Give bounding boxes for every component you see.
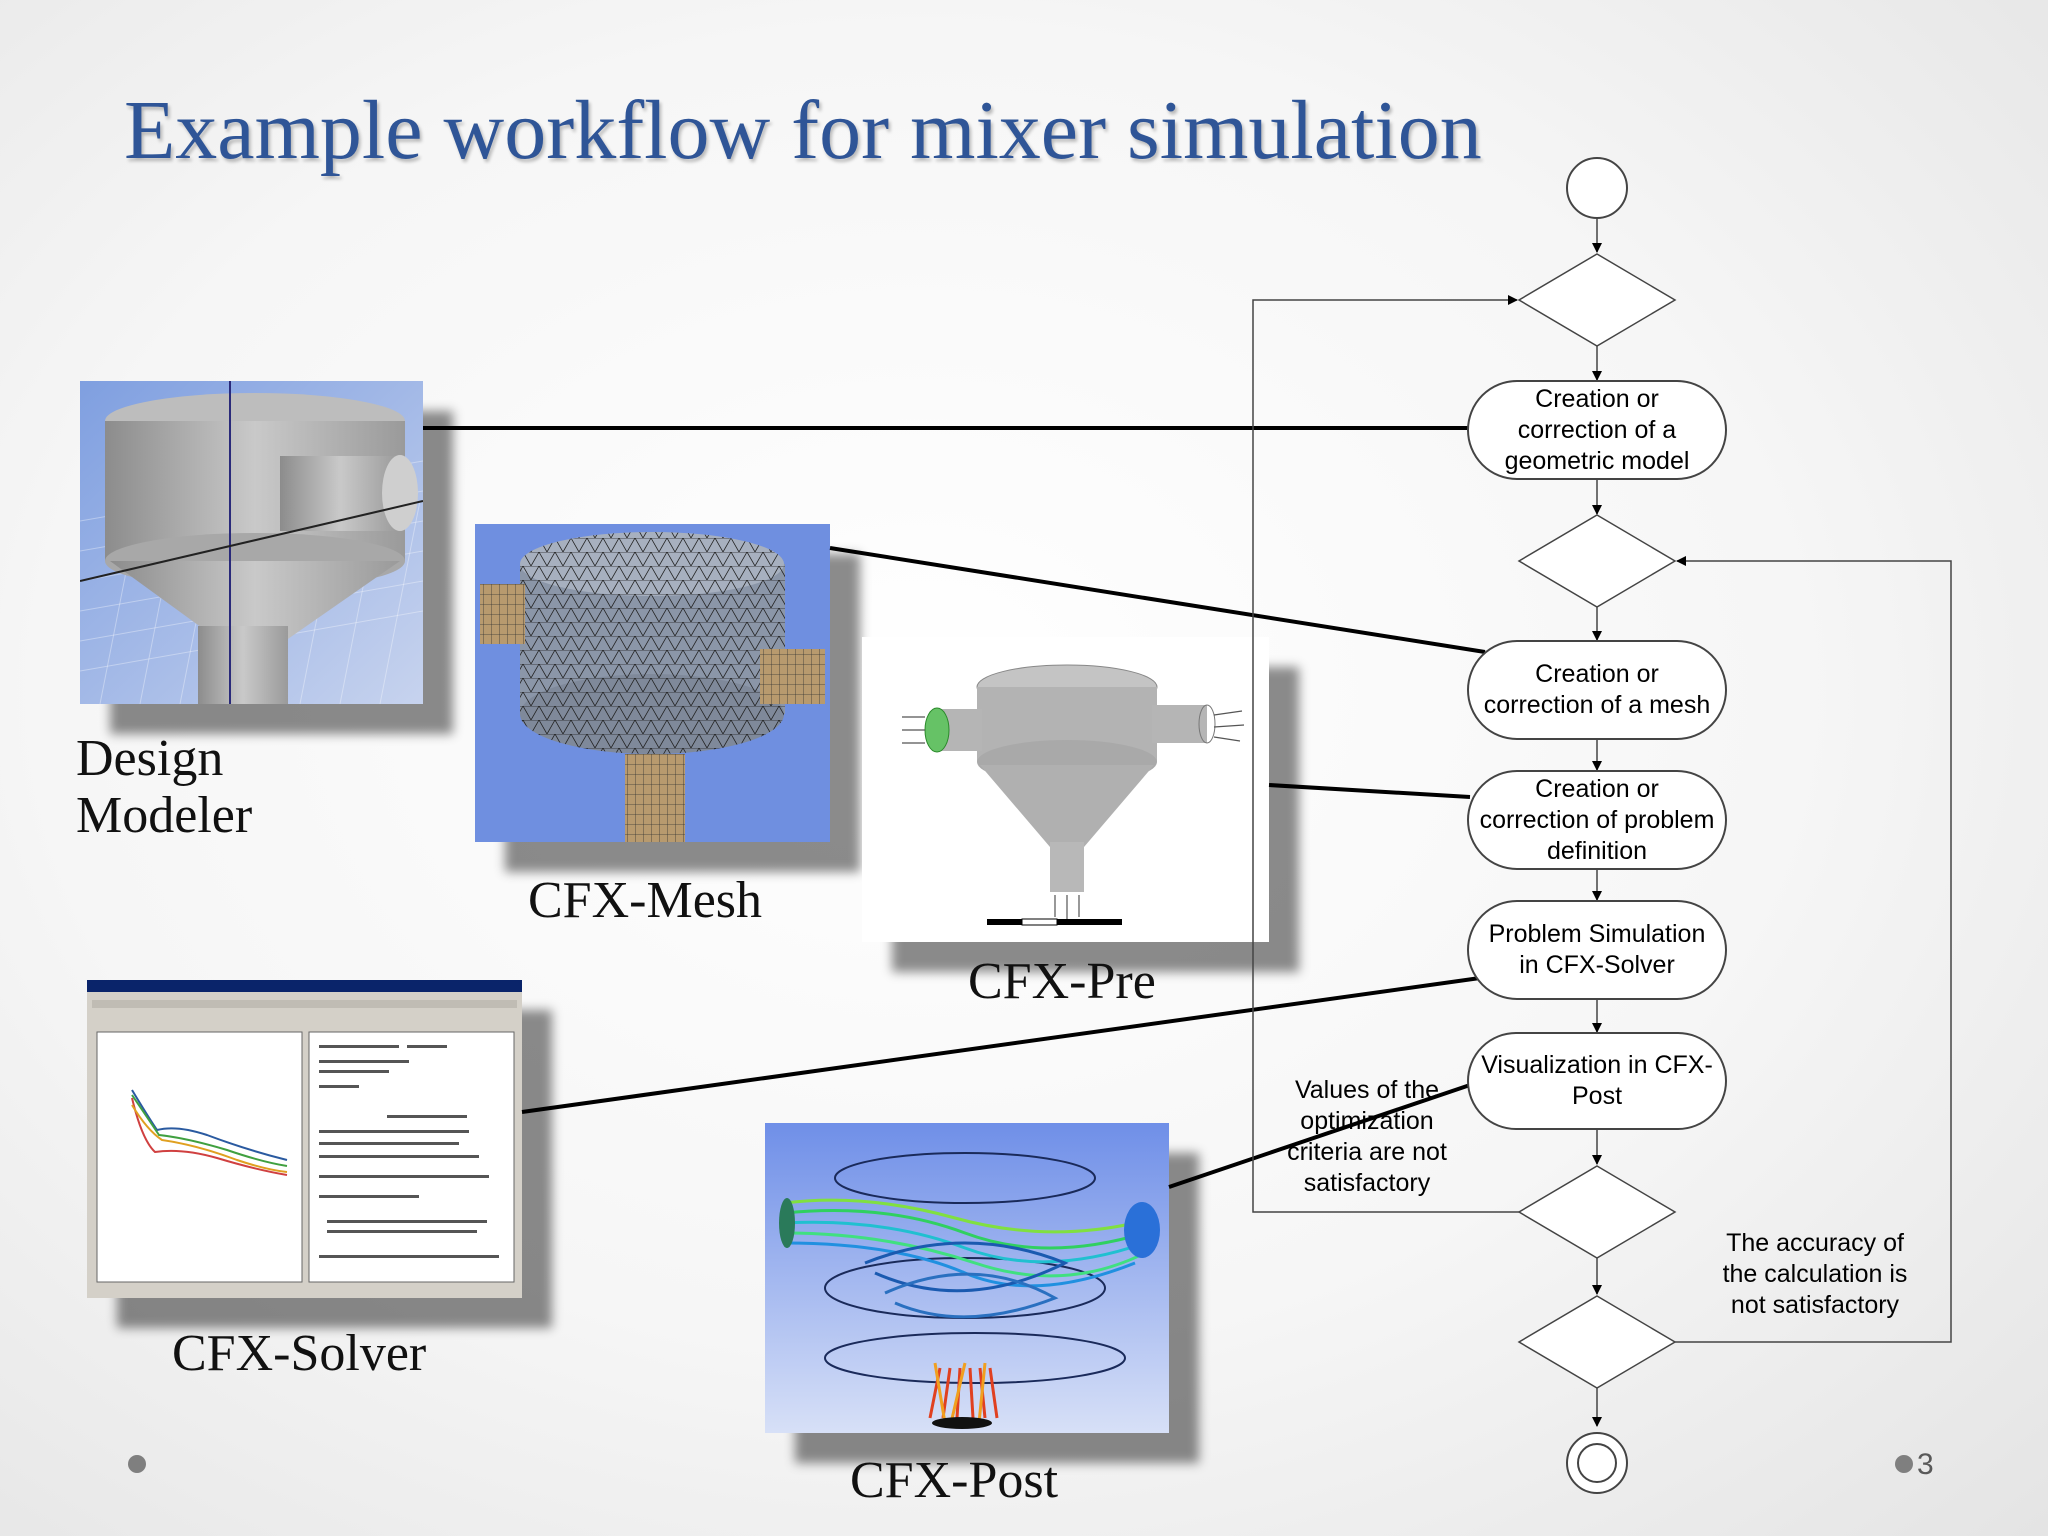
step-problem-definition: Creation or correction of problem defini… bbox=[1467, 770, 1727, 870]
step-visualization: Visualization in CFX- Post bbox=[1467, 1032, 1727, 1130]
decision-merge-1 bbox=[1517, 253, 1677, 347]
footer-dot-right bbox=[1895, 1455, 1913, 1473]
decision-merge-2 bbox=[1517, 514, 1677, 608]
connector-cfx-solver bbox=[521, 976, 1481, 1114]
step-simulation: Problem Simulation in CFX-Solver bbox=[1467, 900, 1727, 1000]
design-modeler-caption: Design Modeler bbox=[76, 730, 253, 845]
cfx-solver-screenshot bbox=[87, 980, 522, 1298]
cfx-post-screenshot bbox=[765, 1123, 1169, 1433]
cfx-solver-caption: CFX-Solver bbox=[172, 1325, 427, 1382]
decision-accuracy bbox=[1517, 1295, 1677, 1389]
start-node bbox=[1566, 157, 1628, 219]
screenshot-connectors bbox=[423, 426, 1486, 1189]
design-modeler-screenshot bbox=[80, 381, 423, 704]
page-number: 3 bbox=[1917, 1448, 1934, 1481]
cfx-pre-screenshot bbox=[862, 637, 1269, 942]
cfx-mesh-caption: CFX-Mesh bbox=[528, 872, 763, 929]
decision-optimization bbox=[1517, 1165, 1677, 1259]
cfx-mesh-screenshot bbox=[475, 524, 830, 842]
cfx-pre-caption: CFX-Pre bbox=[968, 953, 1156, 1010]
loop-optimization bbox=[1252, 295, 1519, 1213]
slide-title: Example workflow for mixer simulation bbox=[124, 84, 1482, 177]
footer-dot-left bbox=[128, 1455, 146, 1473]
connector-cfx-pre bbox=[1268, 783, 1471, 799]
step-geometric-model: Creation or correction of a geometric mo… bbox=[1467, 380, 1727, 480]
cfx-post-caption: CFX-Post bbox=[850, 1452, 1059, 1509]
connector-cfx-mesh bbox=[829, 546, 1486, 654]
step-mesh: Creation or correction of a mesh bbox=[1467, 640, 1727, 740]
note-optimization: Values of the optimization criteria are … bbox=[1287, 1076, 1447, 1197]
connector-cfx-post bbox=[1168, 1083, 1471, 1189]
loop-accuracy bbox=[1675, 556, 1952, 1343]
end-node-inner bbox=[1577, 1443, 1617, 1483]
note-accuracy: The accuracy of the calculation is not s… bbox=[1722, 1229, 1908, 1319]
